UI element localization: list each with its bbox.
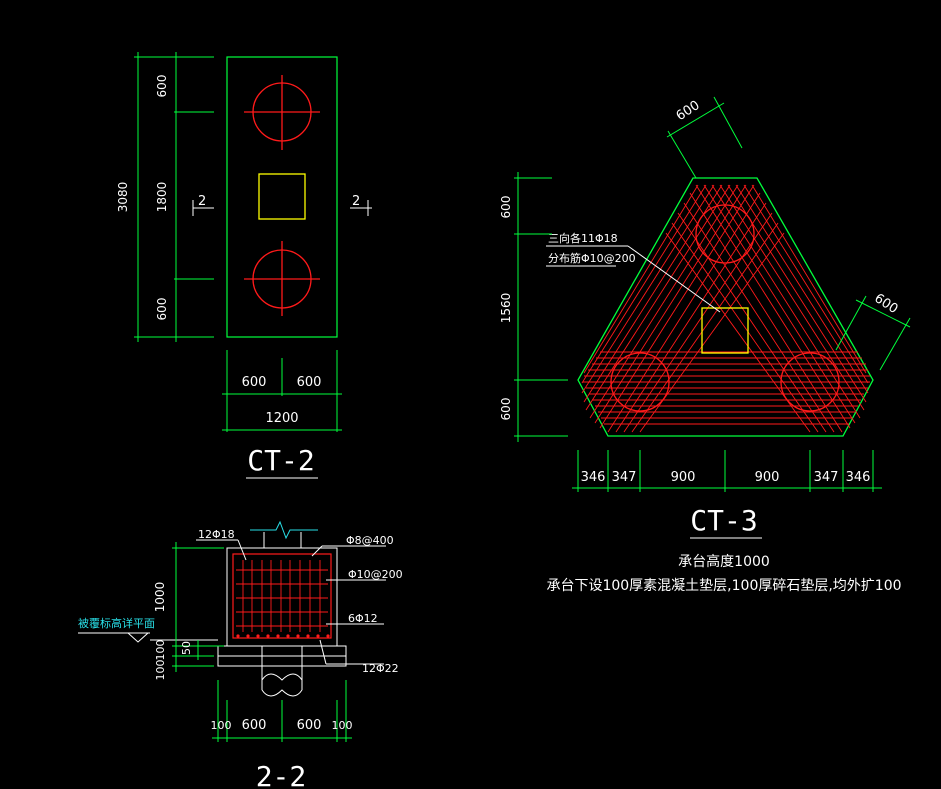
ct2-dim-right: 600 [297,375,322,390]
ct3-dim-slant-left [666,96,743,179]
section-label-ground: 被覆标高详平面 [78,616,155,630]
ct3-hdim-6: 346 [846,470,871,485]
section-dim-height: 1000 [153,582,167,613]
ct3-pile-right [780,352,840,412]
ct2-plan: 2 2 3080 600 1800 600 600 600 1200 [116,52,372,479]
ct3-plan: 三向各11Φ18 分布筋Φ10@200 600 600 600 1560 600 [499,96,911,594]
section-label-stirrup: Φ8@400 [346,534,394,547]
ct3-rebar-hatch [581,184,870,433]
section-label-bottom-a: 6Φ12 [348,612,378,625]
section-dim-100a: 100 [154,640,167,661]
ct3-rebar-leader [546,245,721,313]
section-hdim-1: 100 [211,719,232,732]
ct2-pile-top [244,75,320,150]
section-rebar-cage [232,553,332,639]
ct3-dim-mid: 1560 [499,293,513,324]
ct3-hdim-5: 347 [814,470,839,485]
section-title: 2-2 [256,760,307,789]
ct2-section-mark-left-label: 2 [198,194,206,209]
ct3-hdim-2: 347 [612,470,637,485]
ct2-dim-top: 600 [155,75,169,98]
ct3-pile-left [610,352,670,412]
ct3-dim-top: 600 [499,196,513,219]
section-ground-mark [78,632,218,643]
section-hdim-2: 600 [242,718,267,733]
ct3-dim-slant-right [835,295,911,371]
ct3-vdim-lines [514,172,568,442]
section-hdim-4: 100 [332,719,353,732]
ct2-section-mark-right-label: 2 [352,194,360,209]
section-gravel-cushion [217,655,347,667]
ct3-column [701,307,749,354]
ct2-dim-bottom: 600 [155,298,169,321]
ct2-outline [226,56,338,338]
section-cap-body [226,547,338,647]
ct3-hdim-4: 900 [755,470,780,485]
ct2-pile-bottom [244,241,320,316]
section-label-side-bars: Φ10@200 [348,568,403,581]
section-rebar-verticals [242,560,321,632]
section-callout-lines [196,539,386,665]
section-hdim-3: 600 [297,718,322,733]
section-dim-100b: 100 [154,660,167,681]
ct2-dim-total: 3080 [116,182,130,213]
section-rebar-horizontals [236,569,328,627]
ct3-rebar-label-1: 三向各11Φ18 [548,231,618,245]
ct3-note-1: 承台高度1000 [678,553,770,570]
ct2-dim-total-width: 1200 [265,411,298,426]
ct3-dim-slant-left-label: 600 [674,98,703,124]
section-vdim-lines [172,542,224,672]
section-bottom-bars [236,634,330,638]
section-hdim-lines [212,680,352,742]
ct3-note-2: 承台下设100厚素混凝土垫层,100厚碎石垫层,均外扩100 [546,578,901,594]
ct3-pile-top [695,204,755,264]
section-label-top-bars: 12Φ18 [198,528,235,541]
section-break-line [250,520,318,540]
ct2-dim-left: 600 [242,375,267,390]
section-concrete-cushion [217,645,347,657]
ct3-title: CT-3 [690,504,757,537]
ct2-hdim-lines [222,350,342,432]
section-dim-50: 50 [180,641,193,655]
ct3-hdim-lines [572,450,882,492]
section-column-stub [263,532,302,548]
section-label-bottom-b: 12Φ22 [362,662,399,675]
ct3-hdim-1: 346 [581,470,606,485]
ct3-dim-bottom: 600 [499,398,513,421]
ct2-title: CT-2 [247,444,314,477]
ct2-vdim-lines [134,52,214,342]
ct2-column [258,173,306,220]
ct2-section-mark-left [192,200,214,216]
section-pile [261,646,303,697]
ct3-outline [577,177,874,437]
ct3-rebar-label-2: 分布筋Φ10@200 [548,251,636,265]
ct3-dim-slant-right-label: 600 [871,291,900,317]
ct2-dim-mid: 1800 [155,182,169,213]
ct3-hdim-3: 900 [671,470,696,485]
ct2-section-mark-right [350,200,372,216]
section-2-2: 被覆标高详平面 12Φ18 Φ8@400 Φ10@200 6Φ12 12Φ22 … [78,520,403,789]
ct3-piles [610,204,840,412]
